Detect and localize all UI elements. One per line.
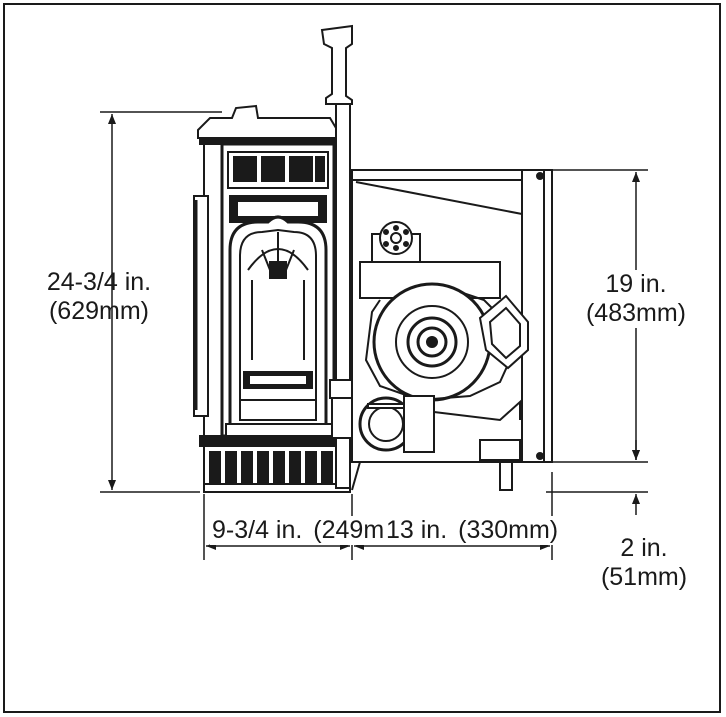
base-offset-metric: (51mm) [600, 563, 688, 591]
width-back-imperial: 13 in. [384, 516, 450, 545]
height-back-label: 19 in. (483mm) [572, 270, 700, 328]
stove-front-body [193, 104, 351, 493]
height-overall-imperial: 24-3/4 in. [46, 268, 152, 296]
width-back-label: 13 in. (330mm) [384, 516, 561, 545]
height-back-metric: (483mm) [585, 299, 686, 327]
stove-rear-assembly [351, 169, 553, 491]
width-front-label: 9-3/4 in. (249mm) [210, 516, 416, 545]
height-overall-metric: (629mm) [48, 297, 149, 325]
width-front-imperial: 9-3/4 in. [210, 516, 305, 545]
flue-collar [320, 24, 357, 489]
base-offset-imperial: 2 in. [620, 534, 668, 562]
base-offset-label: 2 in. (51mm) [588, 534, 700, 592]
width-back-metric: (330mm) [456, 516, 561, 545]
height-back-imperial: 19 in. [605, 270, 667, 298]
height-overall-label: 24-3/4 in. (629mm) [24, 268, 174, 326]
diagram-border [3, 3, 721, 713]
